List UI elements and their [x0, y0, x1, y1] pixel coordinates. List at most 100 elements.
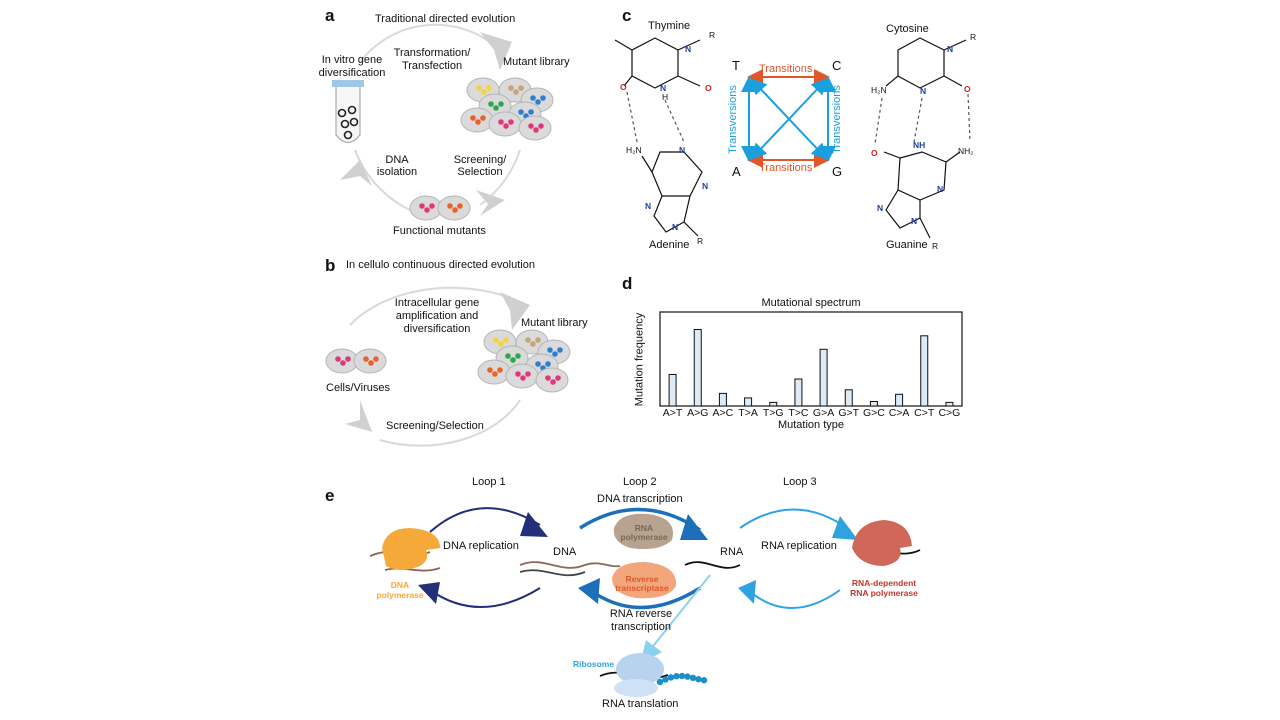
cell-dot: [515, 371, 521, 377]
rna-reverse-label-2: transcription: [611, 621, 671, 633]
bar-A>G: [693, 329, 702, 407]
atom-r: R: [932, 241, 939, 251]
x-tick-T>A: T>A: [738, 407, 758, 419]
panel-b-title: In cellulo continuous directed evolution: [346, 259, 535, 271]
mutant-library-label-b: Mutant library: [521, 317, 588, 329]
functional-mutant-cells: [409, 195, 471, 221]
x-tick-C>A: C>A: [888, 407, 910, 419]
thymine-label: Thymine: [648, 20, 691, 32]
invitro-label-1: In vitro gene: [321, 54, 383, 66]
adenine-structure: [641, 151, 703, 237]
bar-T>A: [744, 397, 753, 407]
ribosome-label: Ribosome: [573, 659, 615, 669]
bar-C>A: [895, 393, 904, 407]
dna-polymerase-label-1: DNA: [390, 580, 410, 590]
cell-dot: [498, 119, 504, 125]
chart-title: Mutational spectrum: [761, 297, 861, 309]
panel-b-cycle: [345, 286, 530, 447]
dna-transcription-label: DNA transcription: [597, 493, 683, 505]
dna-isolation-label-1: DNA: [385, 154, 409, 166]
rna-reverse-label-1: RNA reverse: [609, 608, 673, 620]
amino-acid-bead: [695, 676, 702, 683]
atom-o: O: [620, 82, 627, 92]
mutant-library-cells-a: [460, 77, 554, 141]
cell-dot: [555, 375, 561, 381]
cell-dot: [452, 207, 458, 213]
cell-dot: [550, 379, 556, 385]
bar-T>C: [794, 378, 803, 407]
cell-dot: [498, 341, 504, 347]
intracellular-label-1: Intracellular gene: [394, 297, 480, 309]
cell-dot: [476, 85, 482, 91]
atom-o: O: [871, 148, 878, 158]
cell-dot: [547, 347, 553, 353]
atom-n: N: [679, 145, 686, 155]
rna-translation-label: RNA translation: [602, 698, 679, 710]
atom-n: N: [645, 201, 652, 211]
cell-dot: [493, 337, 499, 343]
atom-nh2: NH₂: [958, 146, 974, 156]
cell-dot: [540, 95, 546, 101]
cell-dot: [538, 123, 544, 129]
cytosine-structure: [874, 37, 971, 145]
panel-letter-a: a: [325, 6, 335, 25]
bar-A>C: [718, 392, 727, 407]
cell-dot: [528, 109, 534, 115]
x-tick-C>G: C>G: [938, 407, 961, 419]
cell-dot: [530, 95, 536, 101]
chart-frame: [659, 311, 963, 407]
screening-label-b: Screening/Selection: [386, 420, 484, 432]
cell-dot: [498, 101, 504, 107]
amino-acid-bead: [678, 672, 686, 680]
cell-dot: [488, 101, 494, 107]
screening-label-a-2: Selection: [457, 166, 503, 178]
cells-viruses-label: Cells/Viruses: [326, 382, 390, 394]
cycle-arrowhead-a2: [476, 190, 505, 216]
x-tick-A>T: A>T: [662, 407, 683, 419]
cell-dot: [552, 351, 558, 357]
base-T: T: [732, 58, 740, 73]
rna-polymerase-shape: [613, 513, 673, 549]
cell-dot: [510, 357, 516, 363]
cycle-arrowhead-a3: [340, 160, 372, 186]
bar-G>T: [844, 389, 853, 407]
guanine-structure: [883, 151, 961, 239]
intracellular-label-3: diversification: [403, 323, 471, 335]
chart-xlabel: Mutation type: [777, 419, 845, 431]
ribosome-shape: [614, 653, 664, 697]
cell-dot: [480, 115, 486, 121]
bar-A>T: [668, 374, 677, 407]
cell-dot: [525, 337, 531, 343]
atom-r: R: [697, 236, 704, 246]
cell-dot: [493, 105, 499, 111]
reverse-transcriptase-shape: [612, 562, 677, 599]
cell-dot: [492, 371, 498, 377]
amino-acid-bead: [656, 678, 664, 686]
transitions-bottom-label: Transitions: [759, 162, 813, 174]
cell-dot: [545, 375, 551, 381]
test-tube: [332, 80, 364, 144]
cell-dot: [520, 375, 526, 381]
atom-nh: NH: [913, 140, 926, 150]
cell-dot: [487, 367, 493, 373]
atom-h2n: H₂N: [626, 145, 642, 155]
rdrp-shape: [852, 520, 912, 566]
cell-dot: [533, 127, 539, 133]
cell-dot: [373, 356, 379, 362]
cell-dot: [535, 337, 541, 343]
rna-replication-label: RNA replication: [761, 540, 837, 552]
mutant-library-cells-b: [477, 329, 571, 393]
rna-label: RNA: [720, 546, 744, 558]
cell-dot: [368, 360, 374, 366]
transformation-label-2: Transfection: [401, 60, 463, 72]
screening-label-a-1: Screening/: [453, 154, 507, 166]
rdrp-label-2: RNA polymerase: [850, 588, 918, 598]
cell-dot: [486, 85, 492, 91]
atom-o: O: [964, 84, 971, 94]
dna-polymerase-shape: [382, 528, 440, 570]
panel-letter-e: e: [325, 486, 335, 505]
panel-a-cycle: [340, 23, 521, 216]
loop2-arrowhead-bottom: [578, 578, 600, 604]
